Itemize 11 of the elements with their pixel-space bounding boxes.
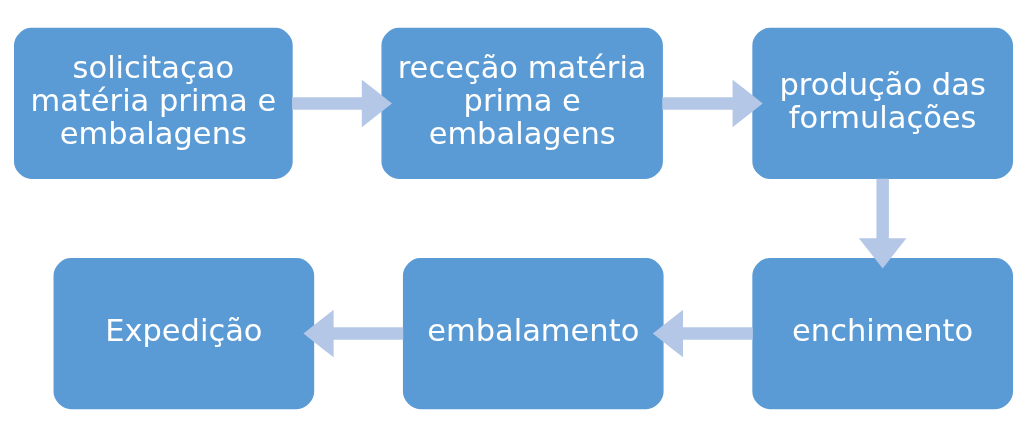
node-box: Expedição: [53, 258, 315, 410]
node-box: produção das formulações: [752, 27, 1013, 179]
arrow: [858, 178, 907, 269]
node-box: receção matéria prima e embalagens: [381, 27, 663, 179]
node-box: solicitaçao matéria prima e embalagens: [14, 27, 293, 179]
arrow: [652, 309, 753, 358]
node-box: enchimento: [752, 258, 1013, 410]
arrow: [662, 79, 763, 128]
arrow: [292, 79, 392, 128]
arrow: [303, 309, 404, 358]
node-box: embalamento: [402, 258, 664, 410]
